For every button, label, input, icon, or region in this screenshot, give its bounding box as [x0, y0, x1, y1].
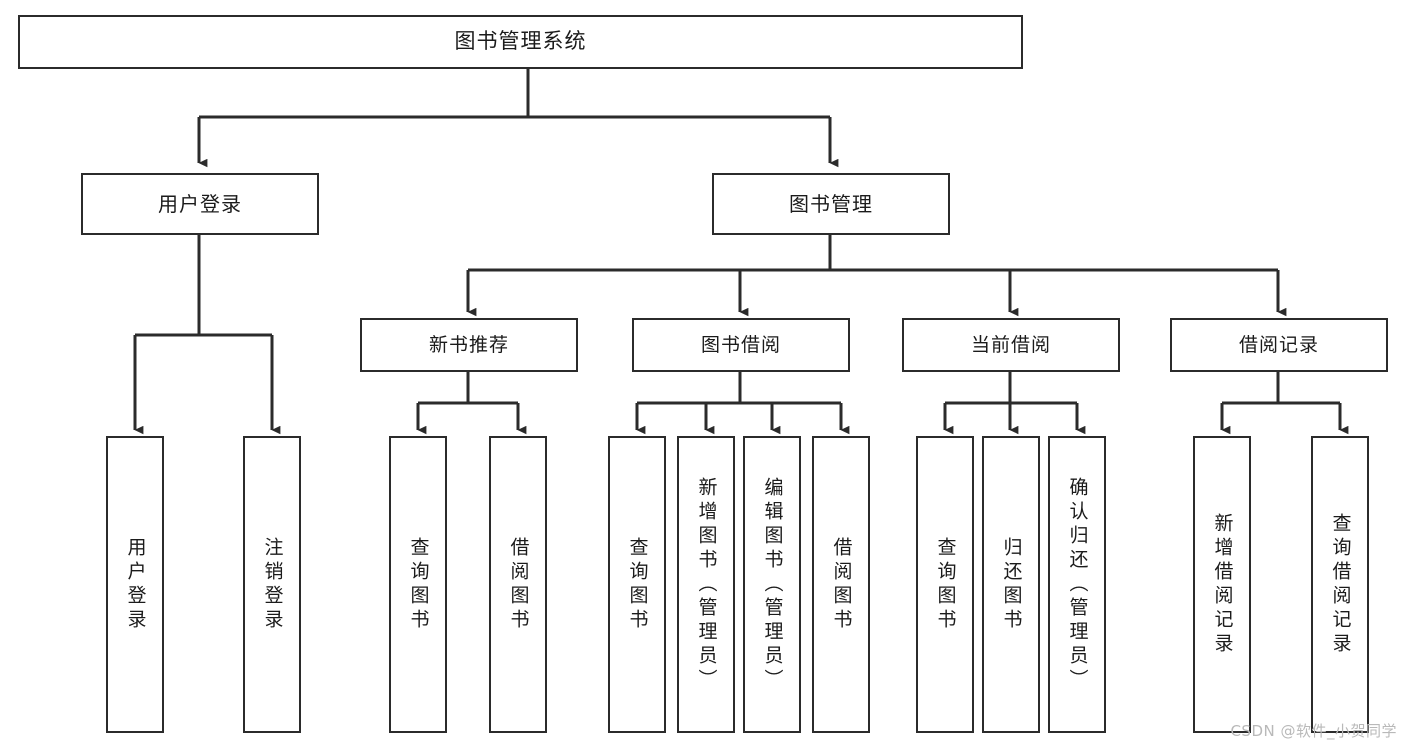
node-leaf-return-book[interactable]: 归还图书 — [982, 436, 1040, 733]
node-book-manage[interactable]: 图书管理 — [712, 173, 950, 235]
node-leaf-confirm-return[interactable]: 确认归还（管理员） — [1048, 436, 1106, 733]
node-leaf-borrow-book-2-label: 借阅图书 — [830, 536, 853, 633]
node-borrow-record-label: 借阅记录 — [1238, 333, 1319, 356]
node-new-book-recommend[interactable]: 新书推荐 — [360, 318, 578, 372]
watermark: CSDN @软件_小贺同学 — [1230, 722, 1397, 740]
node-leaf-edit-book-label: 编辑图书（管理员） — [761, 476, 784, 693]
node-leaf-user-login-label: 用户登录 — [124, 536, 147, 633]
node-leaf-query-book-3-label: 查询图书 — [934, 536, 957, 633]
node-leaf-edit-book[interactable]: 编辑图书（管理员） — [743, 436, 801, 733]
node-leaf-add-book-label: 新增图书（管理员） — [695, 476, 718, 693]
node-leaf-query-book-3[interactable]: 查询图书 — [916, 436, 974, 733]
node-book-borrow[interactable]: 图书借阅 — [632, 318, 850, 372]
node-leaf-query-book-2-label: 查询图书 — [626, 536, 649, 633]
node-leaf-confirm-return-label: 确认归还（管理员） — [1066, 476, 1089, 693]
node-user-login-label: 用户登录 — [158, 192, 242, 216]
node-leaf-return-book-label: 归还图书 — [1000, 536, 1023, 633]
node-leaf-query-book-2[interactable]: 查询图书 — [608, 436, 666, 733]
node-user-login[interactable]: 用户登录 — [81, 173, 319, 235]
node-leaf-borrow-book-1-label: 借阅图书 — [507, 536, 530, 633]
node-leaf-add-book[interactable]: 新增图书（管理员） — [677, 436, 735, 733]
node-new-book-recommend-label: 新书推荐 — [428, 333, 509, 356]
node-root[interactable]: 图书管理系统 — [18, 15, 1023, 69]
node-book-manage-label: 图书管理 — [789, 192, 873, 216]
node-borrow-record[interactable]: 借阅记录 — [1170, 318, 1388, 372]
node-leaf-query-book-1[interactable]: 查询图书 — [389, 436, 447, 733]
node-leaf-user-login[interactable]: 用户登录 — [106, 436, 164, 733]
node-current-borrow-label: 当前借阅 — [970, 333, 1051, 356]
node-leaf-logout-login-label: 注销登录 — [261, 536, 284, 633]
node-leaf-add-record-label: 新增借阅记录 — [1211, 512, 1234, 657]
node-leaf-query-record[interactable]: 查询借阅记录 — [1311, 436, 1369, 733]
node-leaf-borrow-book-2[interactable]: 借阅图书 — [812, 436, 870, 733]
node-leaf-query-book-1-label: 查询图书 — [407, 536, 430, 633]
node-leaf-query-record-label: 查询借阅记录 — [1329, 512, 1352, 657]
node-leaf-logout-login[interactable]: 注销登录 — [243, 436, 301, 733]
node-book-borrow-label: 图书借阅 — [700, 333, 781, 356]
node-leaf-borrow-book-1[interactable]: 借阅图书 — [489, 436, 547, 733]
node-current-borrow[interactable]: 当前借阅 — [902, 318, 1120, 372]
node-leaf-add-record[interactable]: 新增借阅记录 — [1193, 436, 1251, 733]
node-root-label: 图书管理系统 — [454, 29, 587, 54]
